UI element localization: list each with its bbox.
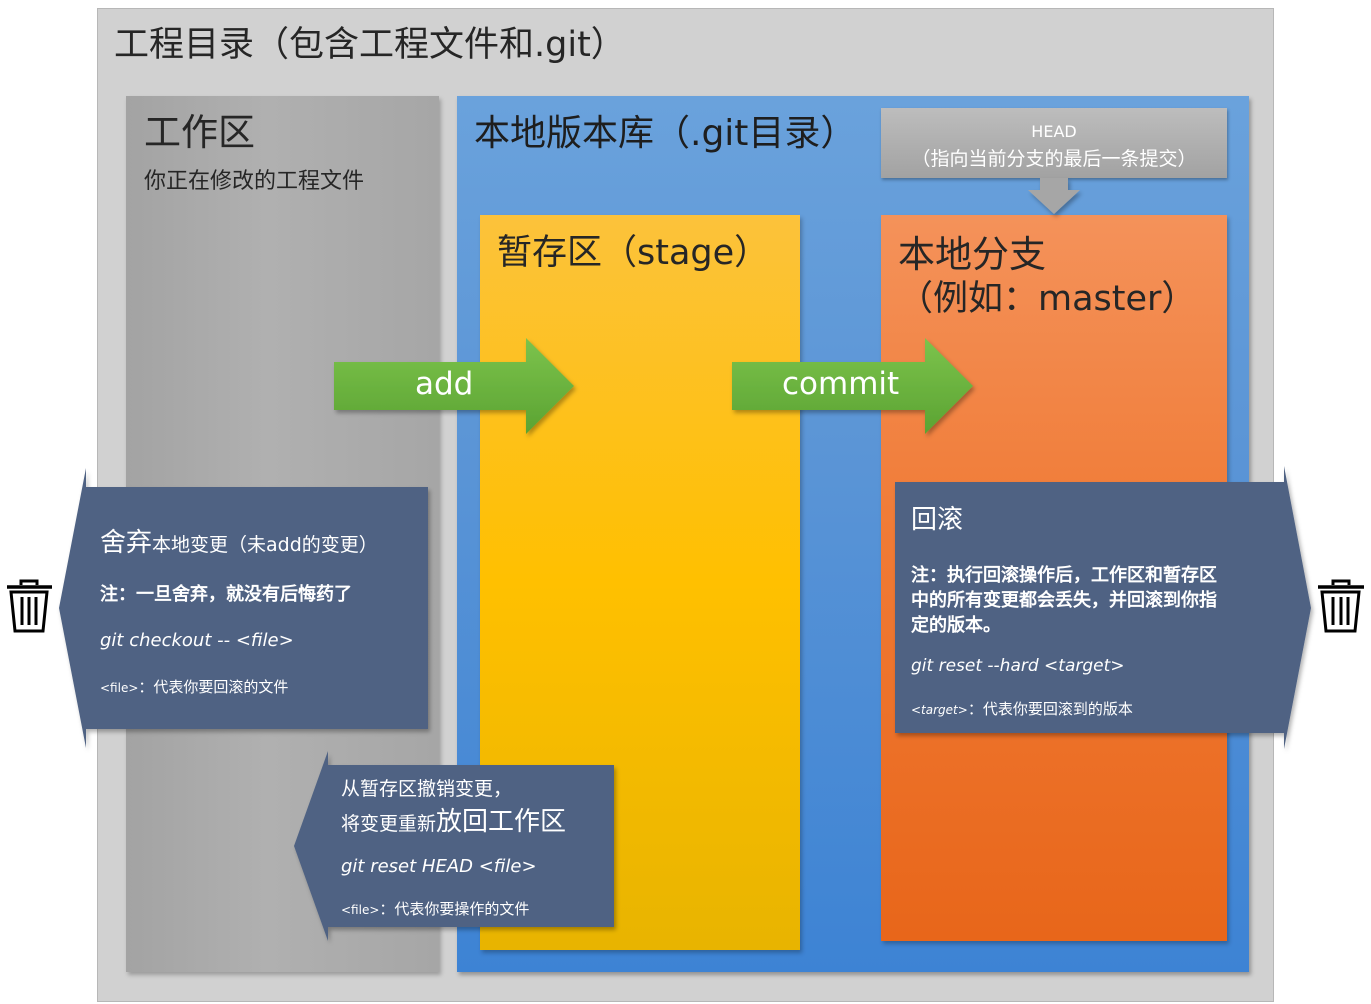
local-repository-title: 本地版本库（.git目录） [474, 113, 857, 154]
local-branch-title: 本地分支 [898, 233, 1046, 276]
trash-icon [7, 579, 52, 633]
discard-file-note: <file>：代表你要回滚的文件 [100, 676, 288, 697]
unstage-line2-big: 放回工作区 [436, 807, 567, 837]
discard-file-desc: ：代表你要回滚的文件 [138, 678, 289, 696]
unstage-file-tag: <file> [341, 903, 380, 917]
unstage-command: git reset HEAD <file> [341, 856, 537, 877]
local-branch-example: （例如：master） [898, 279, 1197, 319]
stage-area-title: 暂存区（stage） [497, 233, 770, 273]
unstage-line2: 将变更重新放回工作区 [341, 801, 566, 838]
discard-heading-big: 舍弃 [100, 528, 153, 558]
rollback-note-line1: 注：执行回滚操作后，工作区和暂存区 [911, 565, 1217, 586]
rollback-heading: 回滚 [911, 505, 964, 535]
rollback-command: git reset --hard <target> [911, 656, 1125, 676]
working-area-title: 工作区 [144, 111, 255, 154]
add-arrow [334, 338, 574, 434]
head-pointer-box: HEAD （指向当前分支的最后一条提交） [881, 108, 1227, 178]
discard-note: 注：一旦舍弃，就没有后悔药了 [100, 584, 352, 605]
add-arrow-label: add [415, 366, 474, 402]
unstage-line1: 从暂存区撤销变更， [341, 778, 513, 800]
discard-command: git checkout -- <file> [100, 630, 294, 651]
discard-callout [59, 468, 428, 748]
rollback-callout [895, 466, 1311, 749]
head-down-arrow [1028, 178, 1080, 214]
project-directory-title: 工程目录（包含工程文件和.git） [114, 25, 626, 65]
rollback-target-tag: <target> [911, 703, 968, 717]
discard-file-tag: <file> [100, 681, 139, 695]
rollback-target-desc: ：代表你要回滚到的版本 [967, 700, 1133, 718]
discard-heading: 舍弃本地变更（未add的变更） [100, 522, 378, 559]
unstage-file-note: <file>：代表你要操作的文件 [341, 898, 529, 919]
commit-arrow-label: commit [782, 366, 900, 402]
discard-heading-small: 本地变更（未add的变更） [152, 534, 378, 556]
trash-icon [1318, 579, 1364, 633]
unstage-callout [294, 751, 614, 941]
working-area-description: 你正在修改的工程文件 [144, 169, 365, 194]
commit-arrow [732, 338, 973, 434]
unstage-file-desc: ：代表你要操作的文件 [379, 900, 530, 918]
head-label: HEAD [1031, 122, 1077, 141]
unstage-line2-small: 将变更重新 [341, 813, 437, 835]
rollback-note-line3: 定的版本。 [911, 615, 1001, 636]
rollback-target-note: <target>：代表你要回滚到的版本 [911, 698, 1133, 719]
head-description: （指向当前分支的最后一条提交） [911, 148, 1197, 170]
rollback-note-line2: 中的所有变更都会丢失，并回滚到你指 [911, 590, 1217, 611]
